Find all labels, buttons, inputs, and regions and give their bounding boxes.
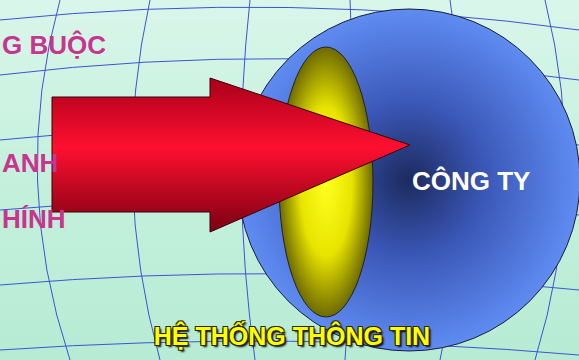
grid-line [0,7,579,30]
side-label: ANH [2,148,58,179]
side-label: G BUỘC [2,30,106,61]
node-label: CÔNG TY [412,166,530,197]
side-label: HÍNH [2,204,66,235]
caption: HỆ THỐNG THÔNG TIN [154,322,430,351]
red-arrow [52,78,410,232]
